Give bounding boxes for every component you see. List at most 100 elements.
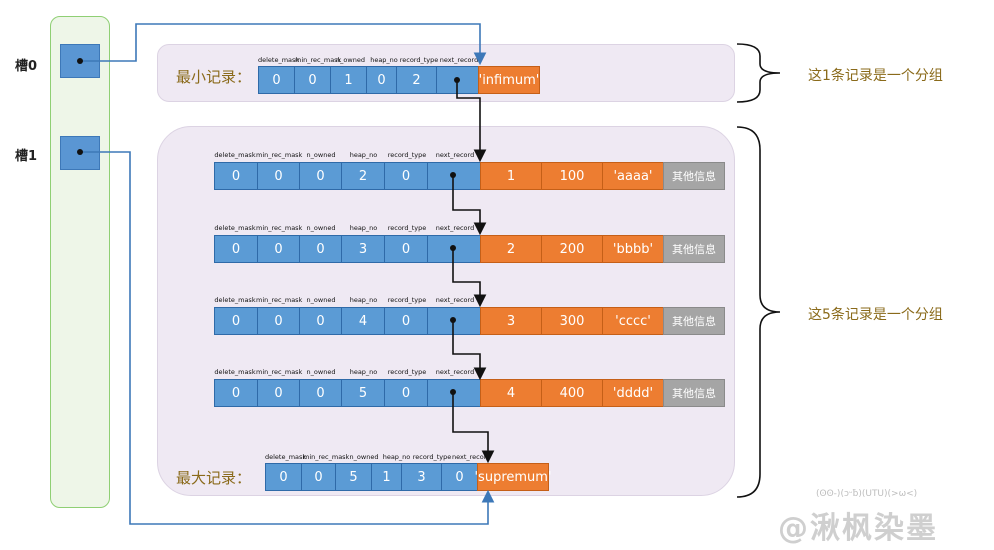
header-field-label: next_record — [452, 453, 491, 461]
record-data-cell: 'cccc' — [602, 307, 663, 335]
record-data-cell: 'aaaa' — [602, 162, 663, 190]
header-field-label: heap_no — [349, 151, 378, 159]
record-other-info-cell: 其他信息 — [663, 307, 725, 335]
infimum-header-cell: 0 — [294, 66, 330, 94]
record-other-info-cell: 其他信息 — [663, 379, 725, 407]
header-field-label: delete_mask — [214, 151, 256, 159]
header-field-label: min_rec_mask — [256, 151, 303, 159]
record-header-cell: 0 — [214, 307, 257, 335]
record-4-next-record-dot — [450, 389, 456, 395]
record-header-cell: 0 — [384, 379, 427, 407]
header-field-label: heap_no — [349, 224, 378, 232]
record-data-cell: 300 — [541, 307, 602, 335]
header-field-label: record_type — [399, 56, 439, 64]
slot-0-label: 槽0 — [15, 59, 38, 74]
record-header-cell: 0 — [299, 235, 341, 263]
infimum-header-cell: 0 — [366, 66, 396, 94]
header-field-label: delete_mask — [214, 296, 256, 304]
record-3-next-pointer — [452, 320, 487, 381]
infimum-header-cell: 2 — [396, 66, 436, 94]
record-header-cell: 0 — [214, 379, 257, 407]
header-field-label: next_record — [435, 368, 475, 376]
record-header-cell: 0 — [214, 162, 257, 190]
infimum-next-pointer — [456, 80, 487, 163]
header-field-label: next_record — [435, 296, 475, 304]
brace-group-1 — [736, 43, 781, 103]
infimum-content-cell: 'infimum' — [478, 66, 540, 94]
header-field-label: n_owned — [306, 151, 336, 159]
record-2-next-record-dot — [450, 245, 456, 251]
record-header-cell: 2 — [341, 162, 384, 190]
supremum-header-cell: 0 — [301, 463, 335, 491]
slot-1-pointer-origin — [77, 149, 83, 155]
record-header-cell: 0 — [257, 162, 299, 190]
supremum-header-cell: 3 — [401, 463, 441, 491]
record-header-cell: 0 — [214, 235, 257, 263]
record-3-next-record-dot — [450, 317, 456, 323]
record-header-cell: 0 — [257, 235, 299, 263]
record-4-next-pointer — [452, 392, 495, 464]
record-header-cell: 5 — [341, 379, 384, 407]
watermark-text: @湫枫染墨 — [778, 511, 938, 546]
group-2-note: 这5条记录是一个分组 — [808, 307, 943, 323]
header-field-label: min_rec_mask — [303, 453, 350, 461]
record-other-info-cell: 其他信息 — [663, 162, 725, 190]
header-field-label: min_rec_mask — [256, 224, 303, 232]
slot-0-pointer-origin — [77, 58, 83, 64]
supremum-header-cell: 5 — [335, 463, 371, 491]
slot-0-pointer — [80, 23, 487, 66]
infimum-header-cell: 0 — [258, 66, 294, 94]
record-other-info-cell: 其他信息 — [663, 235, 725, 263]
record-header-cell: 3 — [341, 235, 384, 263]
supremum-header-cell: 0 — [441, 463, 477, 491]
infimum-header-cell: 1 — [330, 66, 366, 94]
header-field-label: delete_mask — [258, 56, 300, 64]
record-data-cell: 100 — [541, 162, 602, 190]
record-data-cell: 400 — [541, 379, 602, 407]
header-field-label: delete_mask — [265, 453, 307, 461]
slot-1-pointer — [80, 151, 495, 525]
group-1-note: 这1条记录是一个分组 — [808, 68, 943, 84]
header-field-label: min_rec_mask — [256, 368, 303, 376]
record-2-next-pointer — [452, 248, 487, 308]
record-1-next-record-dot — [450, 172, 456, 178]
record-header-cell: 0 — [257, 379, 299, 407]
header-field-label: n_owned — [349, 453, 379, 461]
header-field-label: record_type — [387, 151, 427, 159]
header-field-label: next_record — [439, 56, 479, 64]
slot-1-label: 槽1 — [15, 149, 38, 164]
brace-group-2 — [736, 126, 781, 498]
header-field-label: heap_no — [349, 296, 378, 304]
supremum-header-cell: 0 — [265, 463, 301, 491]
header-field-label: n_owned — [306, 224, 336, 232]
record-data-cell: 'bbbb' — [602, 235, 663, 263]
header-field-label: next_record — [435, 224, 475, 232]
header-field-label: delete_mask — [214, 224, 256, 232]
record-data-cell: 4 — [480, 379, 541, 407]
supremum-content-cell: 'supremum' — [474, 463, 552, 491]
supremum-header-cell: 1 — [371, 463, 401, 491]
record-data-cell: 3 — [480, 307, 541, 335]
record-header-cell: 0 — [384, 162, 427, 190]
supremum-label: 最大记录： — [176, 469, 252, 487]
record-data-cell: 'dddd' — [602, 379, 663, 407]
record-header-cell: 4 — [341, 307, 384, 335]
record-header-cell: 0 — [299, 307, 341, 335]
header-field-label: record_type — [387, 296, 427, 304]
header-field-label: record_type — [387, 368, 427, 376]
header-field-label: n_owned — [306, 368, 336, 376]
header-field-label: heap_no — [349, 368, 378, 376]
header-field-label: next_record — [435, 151, 475, 159]
